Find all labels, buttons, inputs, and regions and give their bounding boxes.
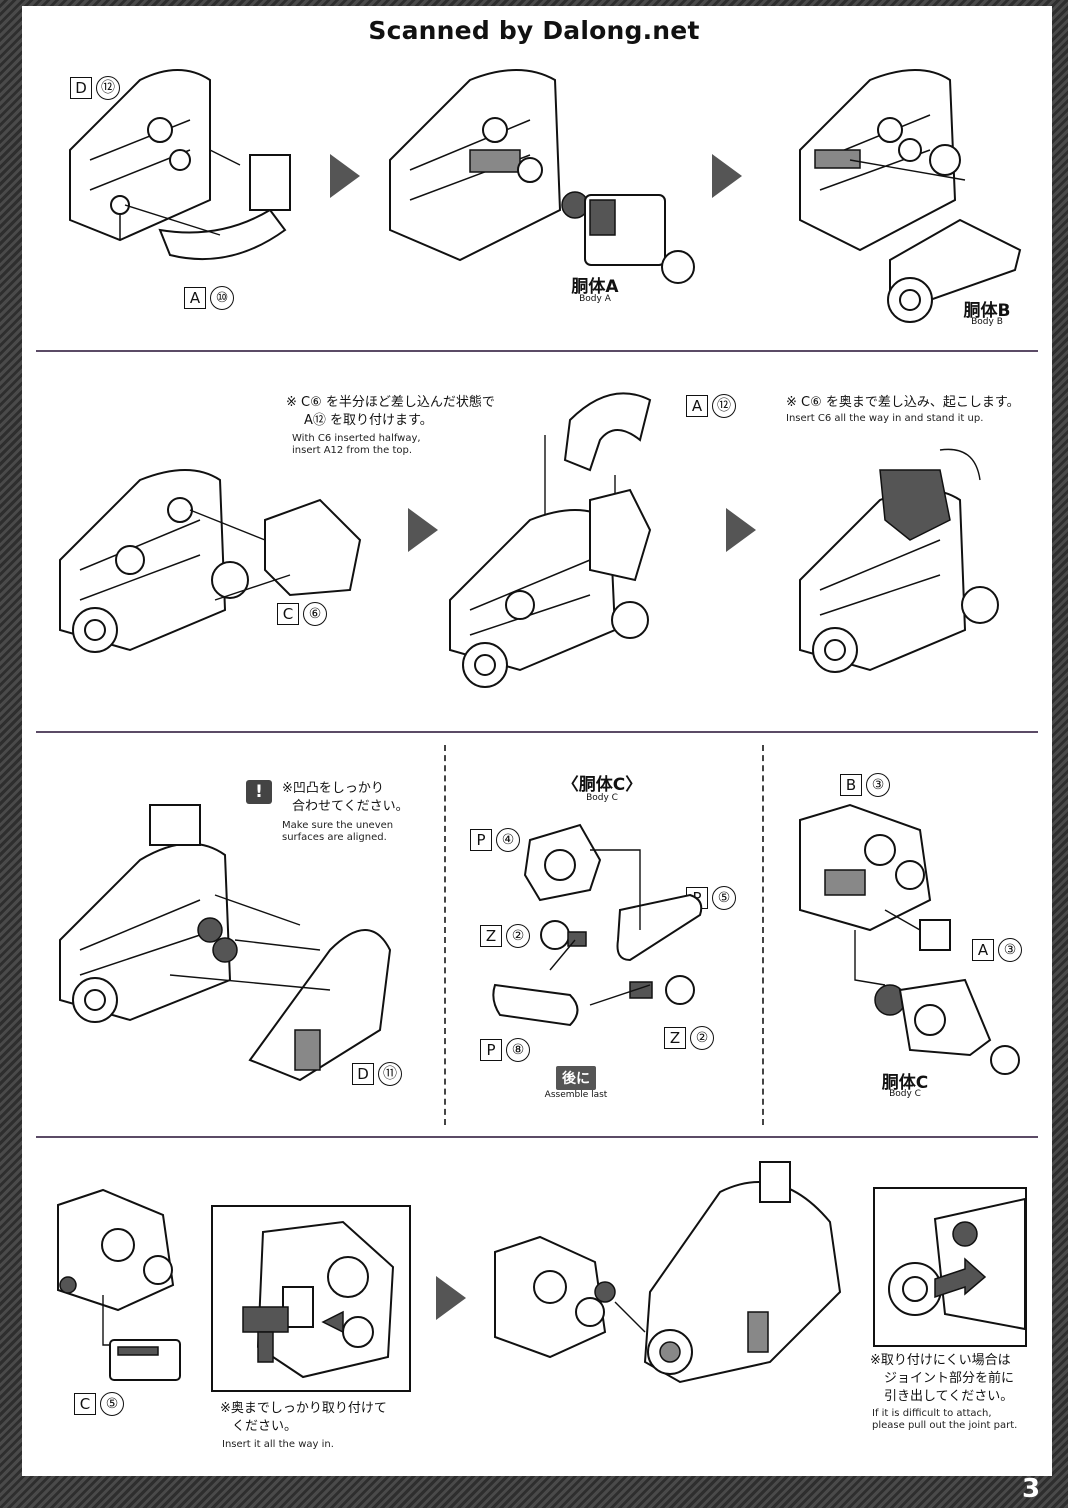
- runner-letter: B: [840, 774, 862, 796]
- part-number: ⑤: [712, 886, 736, 910]
- torso-part-d12-illustration: [69, 69, 291, 261]
- part-code-a10: A ⑩: [184, 286, 234, 310]
- note-all-way-jp: ※ C⑥ を奥まで差し込み、起こします。: [786, 395, 1020, 410]
- detail-inset-joint: [873, 1187, 1027, 1347]
- runner-letter: D: [352, 1063, 374, 1085]
- body-c-label: 胴体C: [881, 1073, 929, 1093]
- part-number: ②: [690, 1026, 714, 1050]
- body-a-label-en: Body A: [579, 294, 611, 304]
- body-b-illustration: [799, 69, 1022, 323]
- part-number: ③: [866, 773, 890, 797]
- caution-en-1: Make sure the uneven: [282, 820, 394, 831]
- runner-letter: A: [972, 939, 994, 961]
- caution-icon: !: [246, 780, 272, 804]
- inset-note-en: Insert it all the way in.: [222, 1439, 334, 1450]
- part-number: ③: [998, 938, 1022, 962]
- runner-letter: C: [277, 603, 299, 625]
- caution-jp-2: 合わせてください。: [292, 799, 409, 814]
- column-divider: [762, 745, 764, 1125]
- joint-tip-jp-2: ジョイント部分を前に: [884, 1371, 1015, 1386]
- step-arrow: [408, 508, 438, 552]
- joint-tip-jp-3: 引き出してください。: [884, 1389, 1014, 1404]
- body-a-label: 胴体A: [571, 277, 619, 297]
- note-halfway-en-1: With C6 inserted halfway,: [292, 433, 421, 444]
- torso-assembly-illustration: [389, 69, 695, 284]
- part-number: ④: [496, 828, 520, 852]
- runner-letter: A: [184, 287, 206, 309]
- part-code-c6: C ⑥: [277, 602, 327, 626]
- runner-letter: P: [470, 829, 492, 851]
- step-arrow: [726, 508, 756, 552]
- part-code-b3: B ③: [840, 773, 890, 797]
- assemble-last-badge: 後に: [556, 1066, 596, 1090]
- step-arrow: [330, 154, 360, 198]
- part-number: ⑩: [210, 286, 234, 310]
- final-torso-assembly-illustration: [494, 1161, 842, 1384]
- caution-en-2: surfaces are aligned.: [282, 832, 387, 843]
- note-all-way-en: Insert C6 all the way in and stand it up…: [786, 413, 984, 424]
- joint-pull-detail-illustration: [888, 1197, 1026, 1331]
- part-code-d12: D ⑫: [70, 76, 120, 100]
- caution-jp-1: ※凹凸をしっかり: [282, 781, 384, 796]
- part-code-a3: A ③: [972, 938, 1022, 962]
- part-code-p8: P ⑧: [480, 1038, 530, 1062]
- part-number: ⑫: [96, 76, 120, 100]
- detail-inset-c5: [211, 1205, 411, 1392]
- joint-tip-jp-1: ※取り付けにくい場合は: [870, 1353, 1011, 1368]
- step-arrow: [712, 154, 742, 198]
- c5-insert-detail-illustration: [242, 1220, 395, 1379]
- note-halfway-en-2: insert A12 from the top.: [292, 445, 413, 456]
- body-c-assembly-illustration: [799, 803, 1020, 1075]
- runner-letter: Z: [480, 925, 502, 947]
- page-number: 3: [1021, 1474, 1041, 1504]
- note-halfway-jp-1: ※ C⑥ を半分ほど差し込んだ状態で: [286, 395, 495, 410]
- joint-tip-en-2: please pull out the joint part.: [872, 1420, 1018, 1431]
- part-code-z2-b: Z ②: [664, 1026, 714, 1050]
- body-c-title: 〈胴体C〉: [561, 775, 643, 795]
- body-b-label-en: Body B: [971, 317, 1003, 327]
- section-divider: [36, 731, 1038, 733]
- part-code-d11: D ⑪: [352, 1062, 402, 1086]
- part-code-a12: A ⑫: [686, 394, 736, 418]
- section-divider: [36, 1136, 1038, 1138]
- part-number: ⑥: [303, 602, 327, 626]
- body-with-d11-illustration: [59, 804, 392, 1082]
- part-number: ⑪: [378, 1062, 402, 1086]
- body-b-label: 胴体B: [963, 301, 1011, 321]
- part-number: ⑧: [506, 1038, 530, 1062]
- runner-letter: C: [74, 1393, 96, 1415]
- column-divider: [444, 745, 446, 1125]
- body-c-label-en: Body C: [889, 1089, 921, 1099]
- runner-letter: P: [480, 1039, 502, 1061]
- body-c-parts-illustration: [492, 823, 703, 1027]
- body-with-c6-illustration: [59, 469, 362, 653]
- part-code-z2-a: Z ②: [480, 924, 530, 948]
- part-number: ⑫: [712, 394, 736, 418]
- inset-note-jp-2: ください。: [232, 1419, 298, 1434]
- body-with-a12-illustration: [449, 392, 652, 688]
- runner-letter: A: [686, 395, 708, 417]
- part-code-c5: C ⑤: [74, 1392, 124, 1416]
- section-divider: [36, 350, 1038, 352]
- runner-letter: D: [70, 77, 92, 99]
- runner-letter: Z: [664, 1027, 686, 1049]
- step-arrow: [436, 1276, 466, 1320]
- body-c-with-c5-illustration: [57, 1188, 181, 1381]
- part-number: ②: [506, 924, 530, 948]
- note-halfway-jp-2: A⑫ を取り付けます。: [304, 413, 433, 428]
- part-number: ⑤: [100, 1392, 124, 1416]
- part-code-p4: P ④: [470, 828, 520, 852]
- body-c-title-en: Body C: [586, 793, 618, 803]
- inset-note-jp-1: ※奥までしっかり取り付けて: [220, 1401, 387, 1416]
- joint-tip-en-1: If it is difficult to attach,: [872, 1408, 992, 1419]
- assemble-last-en: Assemble last: [544, 1090, 608, 1100]
- c6-raised-illustration: [799, 448, 999, 673]
- scan-watermark: Scanned by Dalong.net: [368, 16, 700, 45]
